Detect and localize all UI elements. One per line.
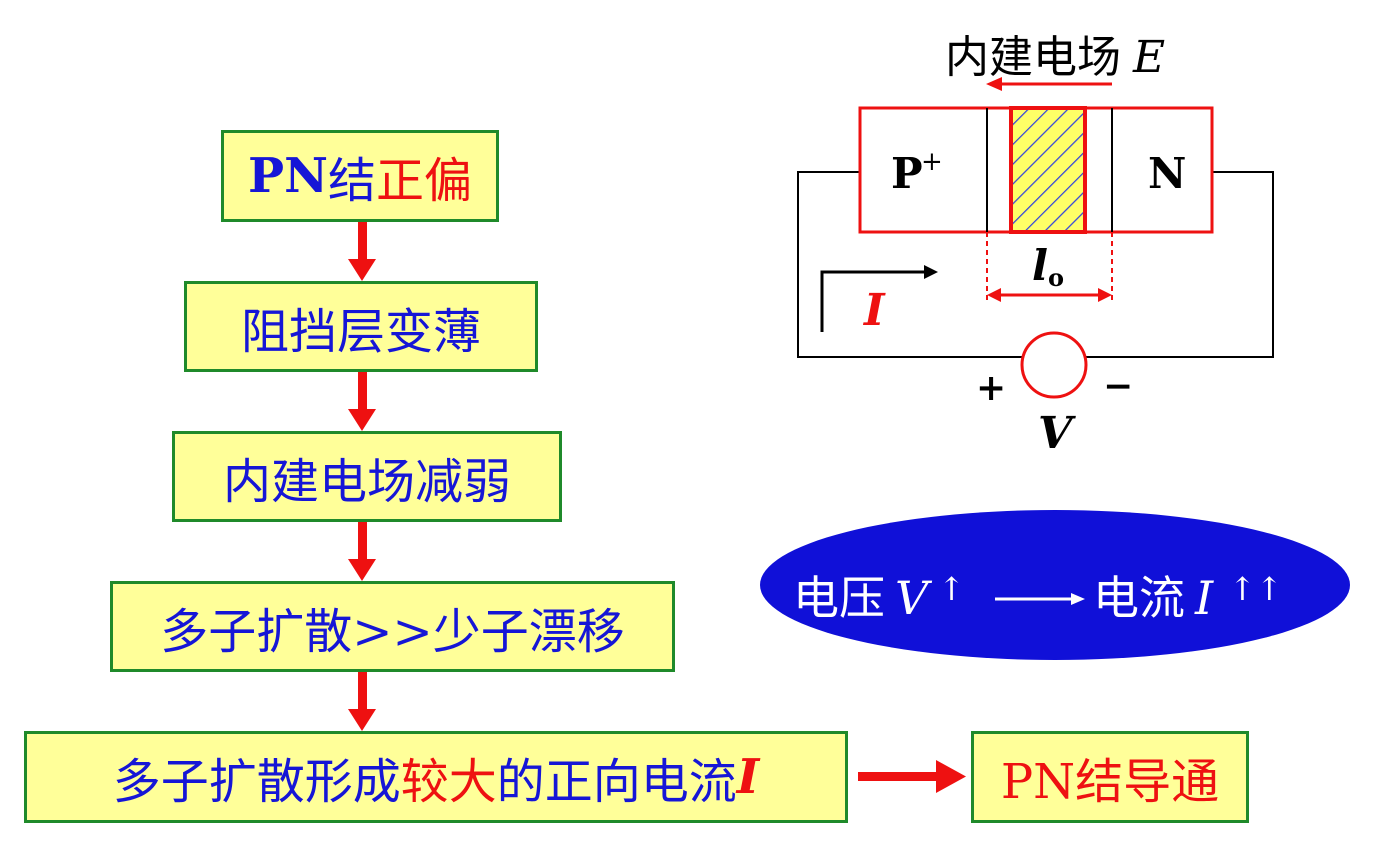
field-arrow [986,77,1112,91]
p-region-label: P [891,149,923,198]
summary-ellipse [760,510,1350,660]
flow-box-1-pn: PN [248,148,328,204]
current-label: I [862,285,886,336]
voltage-label: V [1038,408,1076,459]
flow-box-5-part3: 的正向电流 [496,754,737,810]
flow-box-5-current-symbol: I [736,749,760,805]
width-arrow [987,288,1112,302]
field-label: 内建电场 [945,32,1121,83]
p-region-superscript: + [921,147,943,177]
flow-box-diffusion-drift: 多子扩散>>少子漂移 [110,581,675,672]
n-region-label: N [1148,149,1186,198]
result-arrow [858,760,966,793]
width-label: l [1032,241,1048,290]
right-wire [1086,171,1274,358]
field-symbol: E [1132,32,1165,83]
flow-box-5-part1: 多子扩散形成 [112,754,401,810]
depletion-region [1009,106,1087,234]
voltage-up-arrow: ↑ [938,570,966,608]
plus-sign: + [976,367,1006,409]
current-up-arrows: ↑↑ [1229,570,1283,608]
width-subscript: o [1048,263,1064,292]
voltage-word: 电压 [793,571,885,625]
flow-box-3-text: 内建电场减弱 [222,453,511,510]
result-box-text: PN结导通 [1000,754,1220,810]
current-symbol: I [1195,571,1214,625]
current-word: 电流 [1093,571,1185,625]
current-arrow [820,265,938,332]
flow-box-1-forward: 正偏 [375,153,472,209]
flow-box-4-text: 多子扩散>>少子漂移 [160,603,625,660]
flow-box-field-weaken: 内建电场减弱 [172,431,562,522]
voltage-source [1020,331,1088,399]
flow-box-barrier-thin: 阻挡层变薄 [184,281,538,372]
flow-box-5-large: 较大 [400,754,497,810]
left-wire [797,171,1022,358]
voltage-symbol: V [895,571,929,625]
pn-junction-diagram: 内建电场 E P + N l o I + − V [797,32,1274,459]
result-box-pn-conducts: PN结导通 [971,731,1249,823]
flow-box-2-text: 阻挡层变薄 [240,303,481,360]
flow-box-1-jie: 结 [327,153,376,209]
minus-sign: − [1103,365,1133,407]
